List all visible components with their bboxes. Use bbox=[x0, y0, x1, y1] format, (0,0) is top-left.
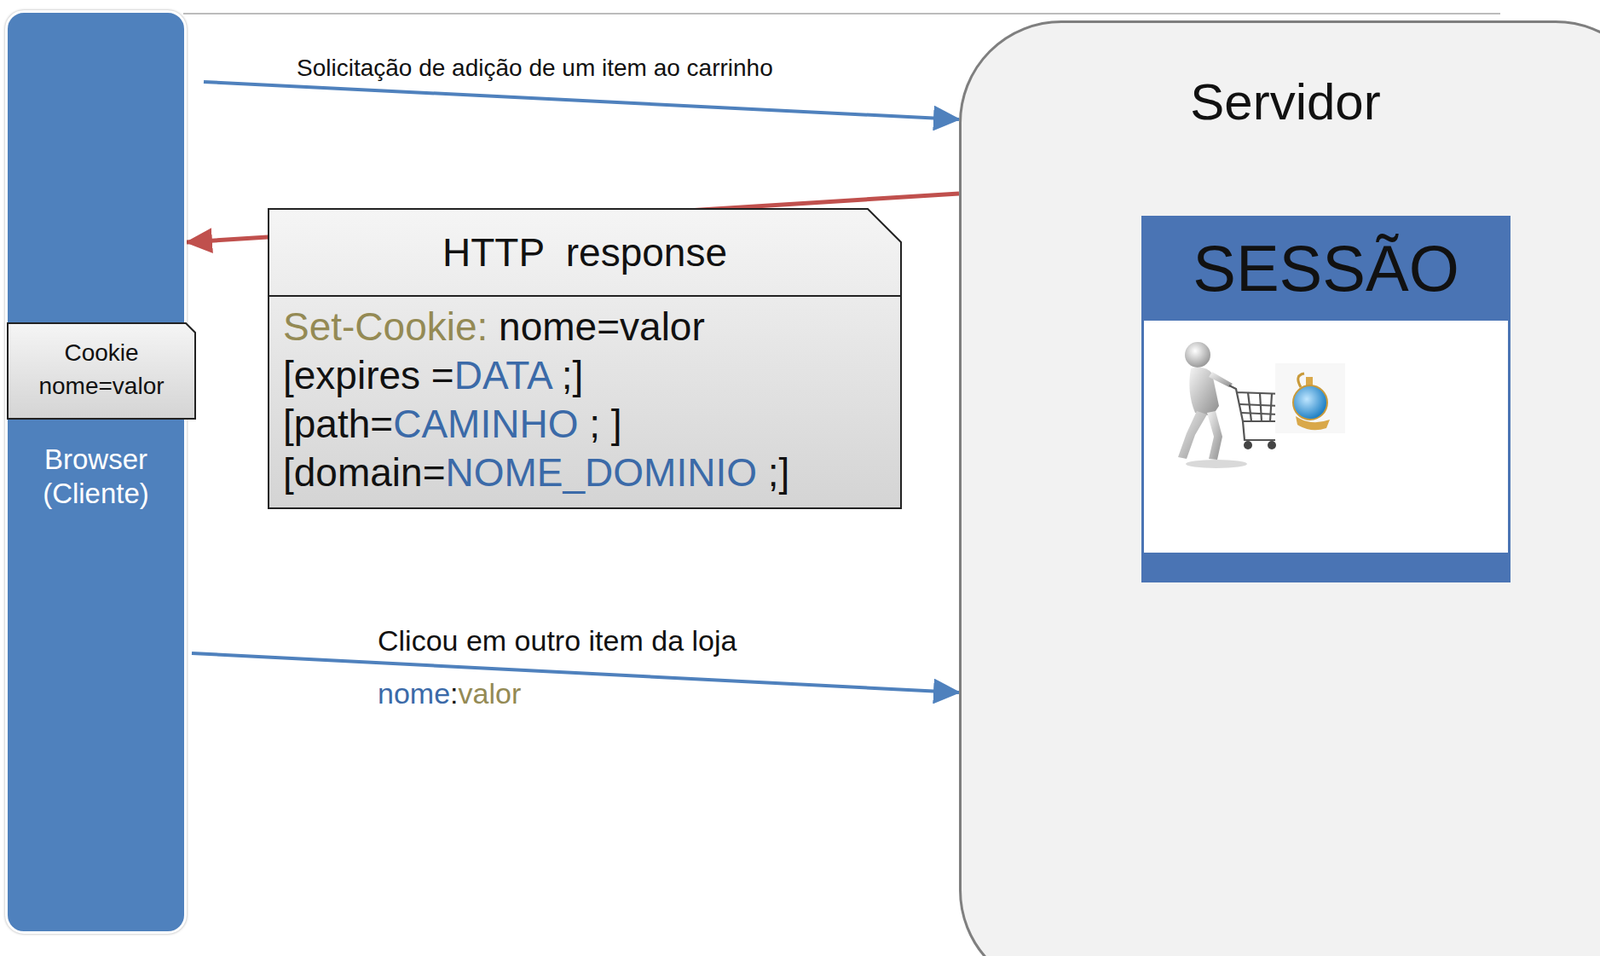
header-line: [domain=NOME_DOMINIO ;] bbox=[283, 448, 887, 497]
note-divider bbox=[268, 294, 902, 297]
text-part: CAMINHO bbox=[392, 401, 578, 446]
cookie-value: nome=valor bbox=[15, 369, 188, 403]
http-response-note: HTTP responseSet-Cookie: nome=valor[expi… bbox=[267, 207, 902, 509]
message-arrow bbox=[191, 652, 959, 693]
text-part: ; ] bbox=[577, 401, 622, 446]
text-part: ;] bbox=[756, 450, 790, 495]
text-part: DATA bbox=[454, 352, 551, 398]
header-line: [path=CAMINHO ; ] bbox=[283, 399, 887, 449]
session-footer bbox=[1141, 554, 1511, 583]
text-part: [expires = bbox=[283, 352, 455, 398]
text-part: NOME_DOMINIO bbox=[445, 450, 757, 495]
lane-label: Browser (Cliente) bbox=[20, 442, 172, 511]
note-shape bbox=[7, 323, 196, 419]
edge-label: Solicitação de adição de um item ao carr… bbox=[296, 54, 774, 82]
text-part: valor bbox=[458, 676, 522, 710]
text-part: nome bbox=[377, 676, 451, 710]
header-line: Set-Cookie: nome=valor bbox=[283, 302, 887, 352]
note-title: HTTP response bbox=[442, 229, 728, 276]
text-part: [domain= bbox=[283, 450, 446, 495]
text-part: : bbox=[450, 676, 458, 710]
note-content: Cookienome=valor bbox=[6, 322, 197, 416]
note-body: Set-Cookie: nome=valor[expires =DATA ;][… bbox=[267, 295, 902, 506]
region-title: Servidor bbox=[1189, 73, 1381, 131]
text-part: nome=valor bbox=[487, 304, 705, 349]
cookie-pair: nome:valor bbox=[377, 676, 521, 711]
browser-lane: Browser (Cliente) Cookienome=valor bbox=[5, 10, 187, 934]
note-header: HTTP response bbox=[267, 207, 902, 296]
header-line: [expires =DATA ;] bbox=[283, 351, 887, 400]
server-label: Servidor bbox=[1114, 72, 1456, 133]
lane-title: Browser (Cliente) bbox=[42, 443, 150, 509]
edge-label: Clicou em outro item da loja bbox=[377, 623, 737, 658]
cookie-note: Cookienome=valor bbox=[6, 322, 197, 420]
cart-illustration bbox=[1143, 320, 1514, 577]
session-header: SESSÃO bbox=[1141, 215, 1511, 321]
session-title: SESSÃO bbox=[1192, 231, 1460, 306]
text-part: ;] bbox=[550, 352, 584, 398]
note-title: Cookie bbox=[15, 335, 188, 370]
note-shape bbox=[268, 208, 902, 509]
text-part: Set-Cookie: bbox=[283, 304, 488, 349]
server-region: Servidor SESSÃO bbox=[958, 20, 1600, 956]
top-rule bbox=[183, 12, 1501, 15]
message-arrow bbox=[203, 81, 959, 120]
text-part: [path= bbox=[283, 401, 393, 446]
session-body bbox=[1141, 320, 1511, 555]
note-outline bbox=[6, 322, 197, 420]
session-box: SESSÃO bbox=[1141, 215, 1511, 583]
